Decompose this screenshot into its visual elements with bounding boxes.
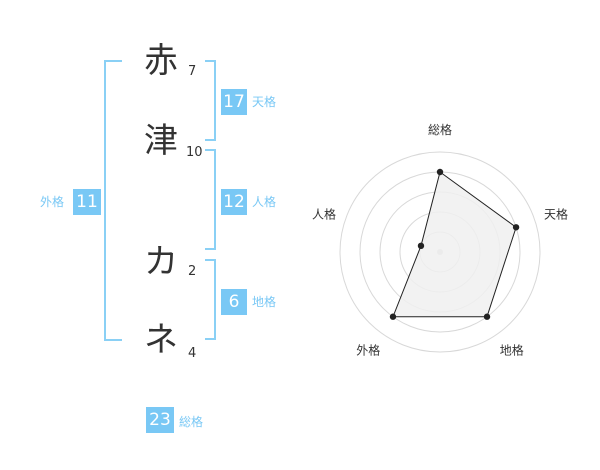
soukaku-value-box: 23 (146, 407, 174, 433)
tenkaku-value-box: 17 (221, 89, 247, 115)
stroke-count-1: 7 (188, 64, 197, 79)
stroke-count-2: 10 (186, 145, 203, 160)
tenkaku-label: 天格 (252, 95, 277, 109)
chikaku-label: 地格 (252, 295, 277, 309)
radar-axis-label-2: 天格 (544, 206, 568, 221)
radar-axis-label-1: 総格 (428, 122, 452, 137)
tenkaku-bracket (205, 60, 216, 141)
radar-point-1 (436, 168, 444, 176)
jinkaku-value-box: 12 (221, 189, 247, 215)
radar-point-3 (483, 313, 491, 320)
stroke-count-4: 4 (188, 346, 197, 361)
name-char-4: ネ (144, 320, 178, 360)
radar-points (389, 168, 520, 320)
radar-point-4 (389, 313, 397, 320)
chikaku-bracket (205, 259, 216, 340)
name-char-1: 赤 (144, 41, 178, 81)
radar-axis-label-4: 外格 (356, 343, 380, 358)
radar-axis-label-3: 地格 (500, 343, 524, 358)
radar-axis-label-5: 人格 (312, 206, 336, 221)
radar-point-5 (417, 242, 425, 250)
jinkaku-bracket (205, 149, 216, 250)
radar-ring (339, 151, 541, 353)
soukaku-label: 総格 (179, 415, 204, 429)
jinkaku-label: 人格 (252, 195, 277, 209)
gaikaku-bracket (104, 60, 122, 341)
radar-point-2 (512, 224, 520, 231)
radar-data-shape (392, 171, 517, 318)
name-char-3: カ (144, 242, 178, 282)
gaikaku-label: 外格 (40, 195, 65, 209)
stroke-count-3: 2 (188, 264, 197, 279)
gaikaku-value-box: 11 (73, 189, 101, 215)
name-char-2: 津 (144, 121, 178, 161)
chikaku-value-box: 6 (221, 289, 247, 315)
